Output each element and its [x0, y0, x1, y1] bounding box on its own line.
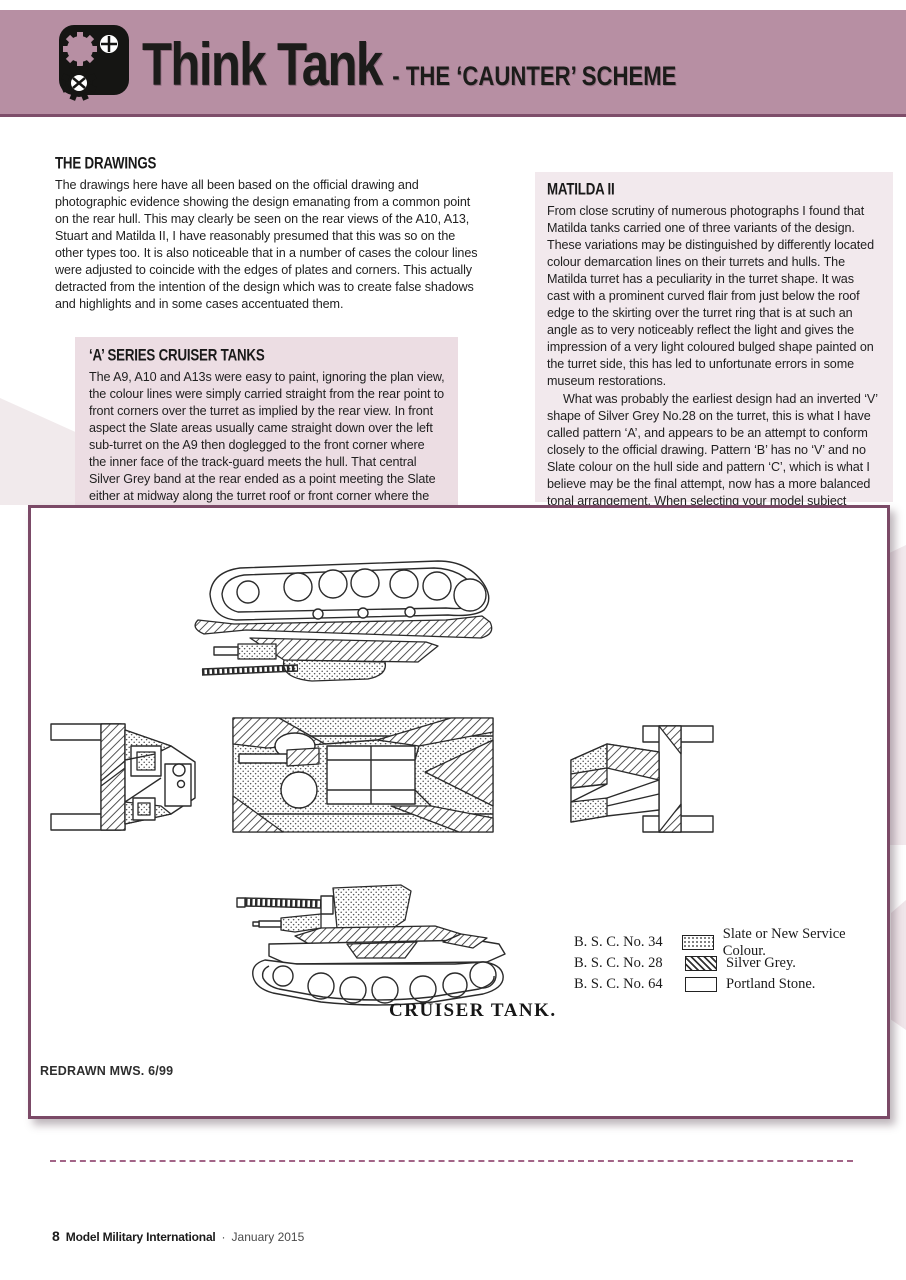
section-the-drawings: THE DRAWINGS The drawings here have all … [55, 153, 479, 313]
legend-label: Portland Stone. [726, 976, 816, 992]
dashed-divider [50, 1160, 853, 1162]
legend-code: B. S. C. No. 28 [574, 955, 663, 971]
section-heading: THE DRAWINGS [55, 153, 157, 172]
legend-row: B. S. C. No. 64 Portland Stone. [574, 974, 887, 995]
section-heading: MATILDA II [547, 179, 615, 198]
tank-plan-view-drawing [232, 717, 494, 833]
tank-rear-view-drawing [50, 723, 196, 831]
legend-label: Slate or New Service Colour. [722, 925, 846, 959]
section-body: From close scrutiny of numerous photogra… [547, 204, 874, 388]
stipple-swatch [681, 935, 714, 950]
gears-icon [59, 25, 129, 101]
section-matilda-ii: MATILDA II From close scrutiny of numero… [547, 179, 879, 544]
colour-legend: B. S. C. No. 34 Slate or New Service Col… [574, 926, 887, 995]
figure-credit: REDRAWN MWS. 6/99 [40, 1064, 174, 1078]
legend-code: B. S. C. No. 34 [574, 934, 663, 950]
tank-top-view-drawing [194, 560, 493, 682]
page-header: Think Tank - THE ‘CAUNTER’ SCHEME [0, 10, 906, 117]
magazine-name: Model Military International [65, 1230, 216, 1244]
page-subtitle: - THE ‘CAUNTER’ SCHEME [392, 61, 677, 91]
page-title: Think Tank [142, 31, 383, 98]
section-body: The A9, A10 and A13s were easy to paint,… [89, 370, 445, 520]
tank-front-view-drawing [570, 725, 714, 833]
tank-drawings-frame: B. S. C. No. 34 Slate or New Service Col… [28, 505, 890, 1119]
issue-date: January 2015 [231, 1230, 305, 1244]
legend-label: Silver Grey. [726, 955, 796, 971]
left-decor-wedge [0, 398, 76, 505]
page-number: 8 [52, 1228, 60, 1244]
figure-caption: CRUISER TANK. [389, 1000, 557, 1021]
article-title-line: Think Tank - THE ‘CAUNTER’ SCHEME [142, 32, 676, 98]
section-heading: ‘A’ SERIES CRUISER TANKS [89, 345, 265, 364]
footer-separator: · [221, 1230, 226, 1244]
legend-row: B. S. C. No. 28 Silver Grey. [574, 953, 887, 974]
section-body: The drawings here have all been based on… [55, 178, 478, 311]
page-footer: 8 Model Military International · January… [52, 1228, 304, 1244]
cruiser-tank-side-view-drawing [236, 884, 506, 1006]
hatch-swatch [685, 956, 717, 971]
right-column-tint [535, 172, 893, 502]
legend-code: B. S. C. No. 64 [574, 976, 663, 992]
section-a-series-cruiser-tanks: ‘A’ SERIES CRUISER TANKS The A9, A10 and… [75, 337, 458, 538]
legend-row: B. S. C. No. 34 Slate or New Service Col… [574, 926, 887, 959]
plain-swatch [685, 977, 717, 992]
bottom-right-decor-wedge [891, 900, 906, 1030]
